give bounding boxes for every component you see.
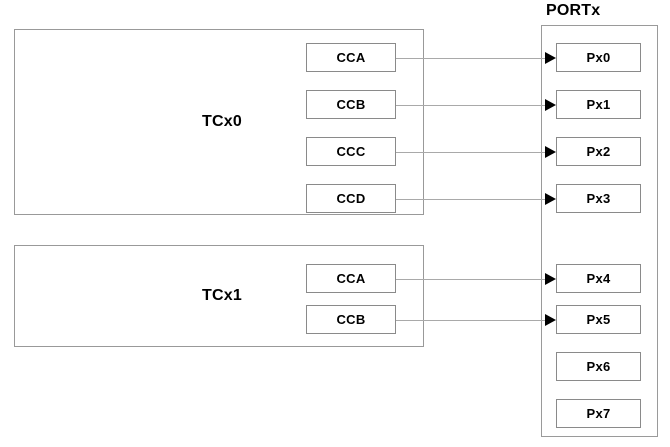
cc-box-tcx0-ccd[interactable]: CCD bbox=[306, 184, 396, 213]
cc-box-tcx0-ccc[interactable]: CCC bbox=[306, 137, 396, 166]
pin-box-px4[interactable]: Px4 bbox=[556, 264, 641, 293]
block-label-tcx1: TCx1 bbox=[202, 287, 242, 304]
pin-box-px2[interactable]: Px2 bbox=[556, 137, 641, 166]
cc-box-tcx0-cca[interactable]: CCA bbox=[306, 43, 396, 72]
port-title: PORTx bbox=[546, 2, 601, 19]
arrowhead-conn-tcx0-cca-px0 bbox=[545, 52, 556, 64]
wire-conn-tcx0-ccd-px3 bbox=[396, 199, 545, 200]
cc-box-tcx1-ccb[interactable]: CCB bbox=[306, 305, 396, 334]
wire-conn-tcx0-ccc-px2 bbox=[396, 152, 545, 153]
pin-box-px5[interactable]: Px5 bbox=[556, 305, 641, 334]
wire-conn-tcx0-ccb-px1 bbox=[396, 105, 545, 106]
pin-box-px3[interactable]: Px3 bbox=[556, 184, 641, 213]
arrowhead-conn-tcx1-ccb-px5 bbox=[545, 314, 556, 326]
pin-box-px7[interactable]: Px7 bbox=[556, 399, 641, 428]
cc-box-tcx0-ccb[interactable]: CCB bbox=[306, 90, 396, 119]
pin-box-px0[interactable]: Px0 bbox=[556, 43, 641, 72]
arrowhead-conn-tcx0-ccb-px1 bbox=[545, 99, 556, 111]
wire-conn-tcx1-cca-px4 bbox=[396, 279, 545, 280]
pin-box-px6[interactable]: Px6 bbox=[556, 352, 641, 381]
arrowhead-conn-tcx0-ccc-px2 bbox=[545, 146, 556, 158]
wire-conn-tcx0-cca-px0 bbox=[396, 58, 545, 59]
arrowhead-conn-tcx0-ccd-px3 bbox=[545, 193, 556, 205]
block-label-tcx0: TCx0 bbox=[202, 113, 242, 130]
wire-conn-tcx1-ccb-px5 bbox=[396, 320, 545, 321]
cc-box-tcx1-cca[interactable]: CCA bbox=[306, 264, 396, 293]
arrowhead-conn-tcx1-cca-px4 bbox=[545, 273, 556, 285]
pin-box-px1[interactable]: Px1 bbox=[556, 90, 641, 119]
